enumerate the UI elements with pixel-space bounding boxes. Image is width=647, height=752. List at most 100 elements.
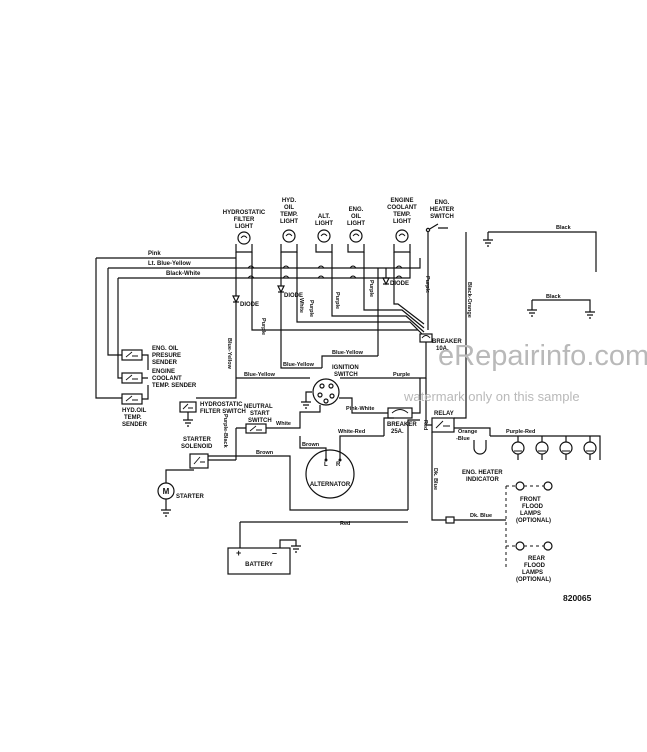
label-breaker-25a-1: BREAKER [387, 422, 417, 428]
label-front-flood-lamps-2: FLOOD [522, 504, 544, 510]
label-ignition-switch-1: IGNITION [332, 365, 359, 371]
label-engine-coolant-temp-light-4: LIGHT [393, 219, 411, 225]
label-hyd-oil-temp-light-3: TEMP. [280, 212, 298, 218]
light-hydrostatic-filter: HYDROSTATIC FILTER LIGHT [223, 210, 266, 245]
label-diode-2: DIODE [284, 293, 303, 299]
eng-heater-switch: ENG. HEATER SWITCH [425, 200, 455, 233]
switch-icon [125, 351, 138, 358]
label-hydrostatic-filter-switch-2: FILTER SWITCH [200, 409, 246, 415]
label-eng-heater-switch-3: SWITCH [430, 214, 454, 220]
ground-icon [183, 412, 193, 427]
ignition-switch: IGNITION SWITCH [301, 365, 359, 409]
label-front-flood-lamps-3: LAMPS [520, 511, 541, 517]
label-diode-3: DIODE [390, 281, 409, 287]
fuse-icon [445, 516, 455, 524]
label-breaker-25a-2: 25A. [391, 429, 404, 435]
label-wire-dk-blue-2: Dk. Blue [470, 513, 492, 519]
label-wire-red-2: Red [422, 420, 428, 430]
ground-icon [239, 522, 301, 553]
label-wire-blue-yellow-3: Blue-Yellow [332, 350, 364, 356]
eng-heater-indicator: ENG. HEATER INDICATOR [462, 440, 503, 483]
breaker-25a: BREAKER 25A. [387, 407, 417, 435]
flood-lamp-icon [515, 541, 525, 551]
label-engine-coolant-temp-light-2: COOLANT [387, 205, 417, 211]
label-wire-red-1: Red [340, 521, 350, 527]
label-eng-oil-light-2: OIL [351, 214, 361, 220]
label-starter-solenoid-2: SOLENOID [181, 444, 213, 450]
lamp-icon [559, 441, 573, 455]
switch-icon [249, 425, 262, 432]
label-rear-flood-lamps-3: LAMPS [522, 570, 543, 576]
figure-number: 820065 [563, 593, 592, 603]
label-wire-purple-4: Purple [368, 280, 374, 297]
switch-icon [125, 395, 138, 402]
label-breaker-10a-2: 10A. [436, 346, 449, 352]
label-rear-flood-lamps-2: FLOOD [524, 563, 546, 569]
label-battery-plus: + [236, 548, 241, 558]
lamp-icon [535, 441, 549, 455]
wire-black-white [118, 252, 411, 279]
light-engine-coolant-temp: ENGINE COOLANT TEMP. LIGHT [387, 198, 417, 243]
light-eng-oil: ENG. OIL LIGHT [347, 207, 365, 243]
label-wire-black-orange: Black-Orange [466, 282, 472, 318]
alternator: ALTERNATOR L R [305, 449, 355, 499]
label-eng-heater-switch-2: HEATER [430, 207, 455, 213]
label-hyd-oil-temp-sender-2: TEMP. [124, 415, 142, 421]
switch-icon [427, 223, 448, 231]
label-wire-pink-white: Pink-White [346, 406, 374, 412]
label-neutral-start-switch-1: NEUTRAL [244, 404, 273, 410]
label-wire-orange: Orange [458, 429, 477, 435]
label-relay: RELAY [434, 411, 454, 417]
label-wire-purple-red: Purple-Red [506, 429, 535, 435]
relay-icon [431, 417, 455, 433]
lamp-icon [282, 229, 296, 243]
label-wire-pink: Pink [148, 251, 161, 257]
label-wire-black-white: Black-White [166, 271, 201, 277]
wire-lt-blue-yellow [108, 258, 421, 269]
label-alt-terminal-l: L [324, 462, 328, 468]
label-rear-flood-lamps-4: (OPTIONAL) [516, 577, 551, 583]
eng-oil-pressure-sender: ENG. OIL PRESURE SENDER [121, 346, 181, 366]
label-eng-oil-light-3: LIGHT [347, 221, 365, 227]
label-engine-coolant-temp-sender-3: TEMP. SENDER [152, 383, 197, 389]
label-hyd-oil-temp-light-4: LIGHT [280, 219, 298, 225]
starter-solenoid: STARTER SOLENOID [181, 437, 213, 469]
ground-icon [527, 299, 595, 319]
label-wire-blue-yellow-v: Blue-Yellow [226, 338, 232, 370]
label-rear-flood-lamps-1: REAR [528, 556, 546, 562]
heater-indicator-icon [473, 440, 487, 455]
label-engine-coolant-temp-light-1: ENGINE [390, 198, 413, 204]
solenoid-icon [193, 456, 205, 465]
flood-lamp-icon [543, 481, 553, 491]
lamp-icon [237, 231, 251, 245]
diode-icon [382, 277, 390, 286]
breaker-icon [391, 409, 409, 414]
label-alt-light-2: LIGHT [315, 221, 333, 227]
label-wire-blue-yellow-2: Blue-Yellow [283, 362, 315, 368]
label-hyd-oil-temp-light-1: HYD. [282, 198, 297, 204]
label-engine-coolant-temp-sender-1: ENGINE [152, 369, 175, 375]
label-wire-white-red: White-Red [338, 429, 365, 435]
label-wire-white-1: White [298, 298, 304, 313]
label-wire-black-2: Black [546, 294, 562, 300]
alternator-icon [305, 449, 355, 499]
label-alt-terminal-r: R [336, 462, 341, 468]
diode-icon [277, 285, 285, 294]
label-starter-solenoid-1: STARTER [183, 437, 212, 443]
label-eng-oil-pressure-sender-3: SENDER [152, 360, 178, 366]
label-wire-purple-2: Purple [308, 300, 314, 317]
switch-icon [125, 374, 138, 381]
label-wire-purple-heater: Purple [424, 276, 430, 293]
light-alt: ALT. LIGHT [315, 214, 333, 243]
lamp-icon [349, 229, 363, 243]
battery: BATTERY + – [227, 522, 301, 575]
label-alternator: ALTERNATOR [310, 482, 351, 488]
label-eng-heater-indicator-2: INDICATOR [466, 477, 499, 483]
flood-lamp-icon [515, 481, 525, 491]
label-eng-oil-pressure-sender-2: PRESURE [152, 353, 181, 359]
label-neutral-start-switch-2: START [250, 411, 270, 417]
label-neutral-start-switch-3: SWITCH [248, 418, 272, 424]
label-hyd-oil-temp-sender-1: HYD.OIL [122, 408, 147, 414]
label-hydrostatic-filter-light-3: LIGHT [235, 224, 253, 230]
